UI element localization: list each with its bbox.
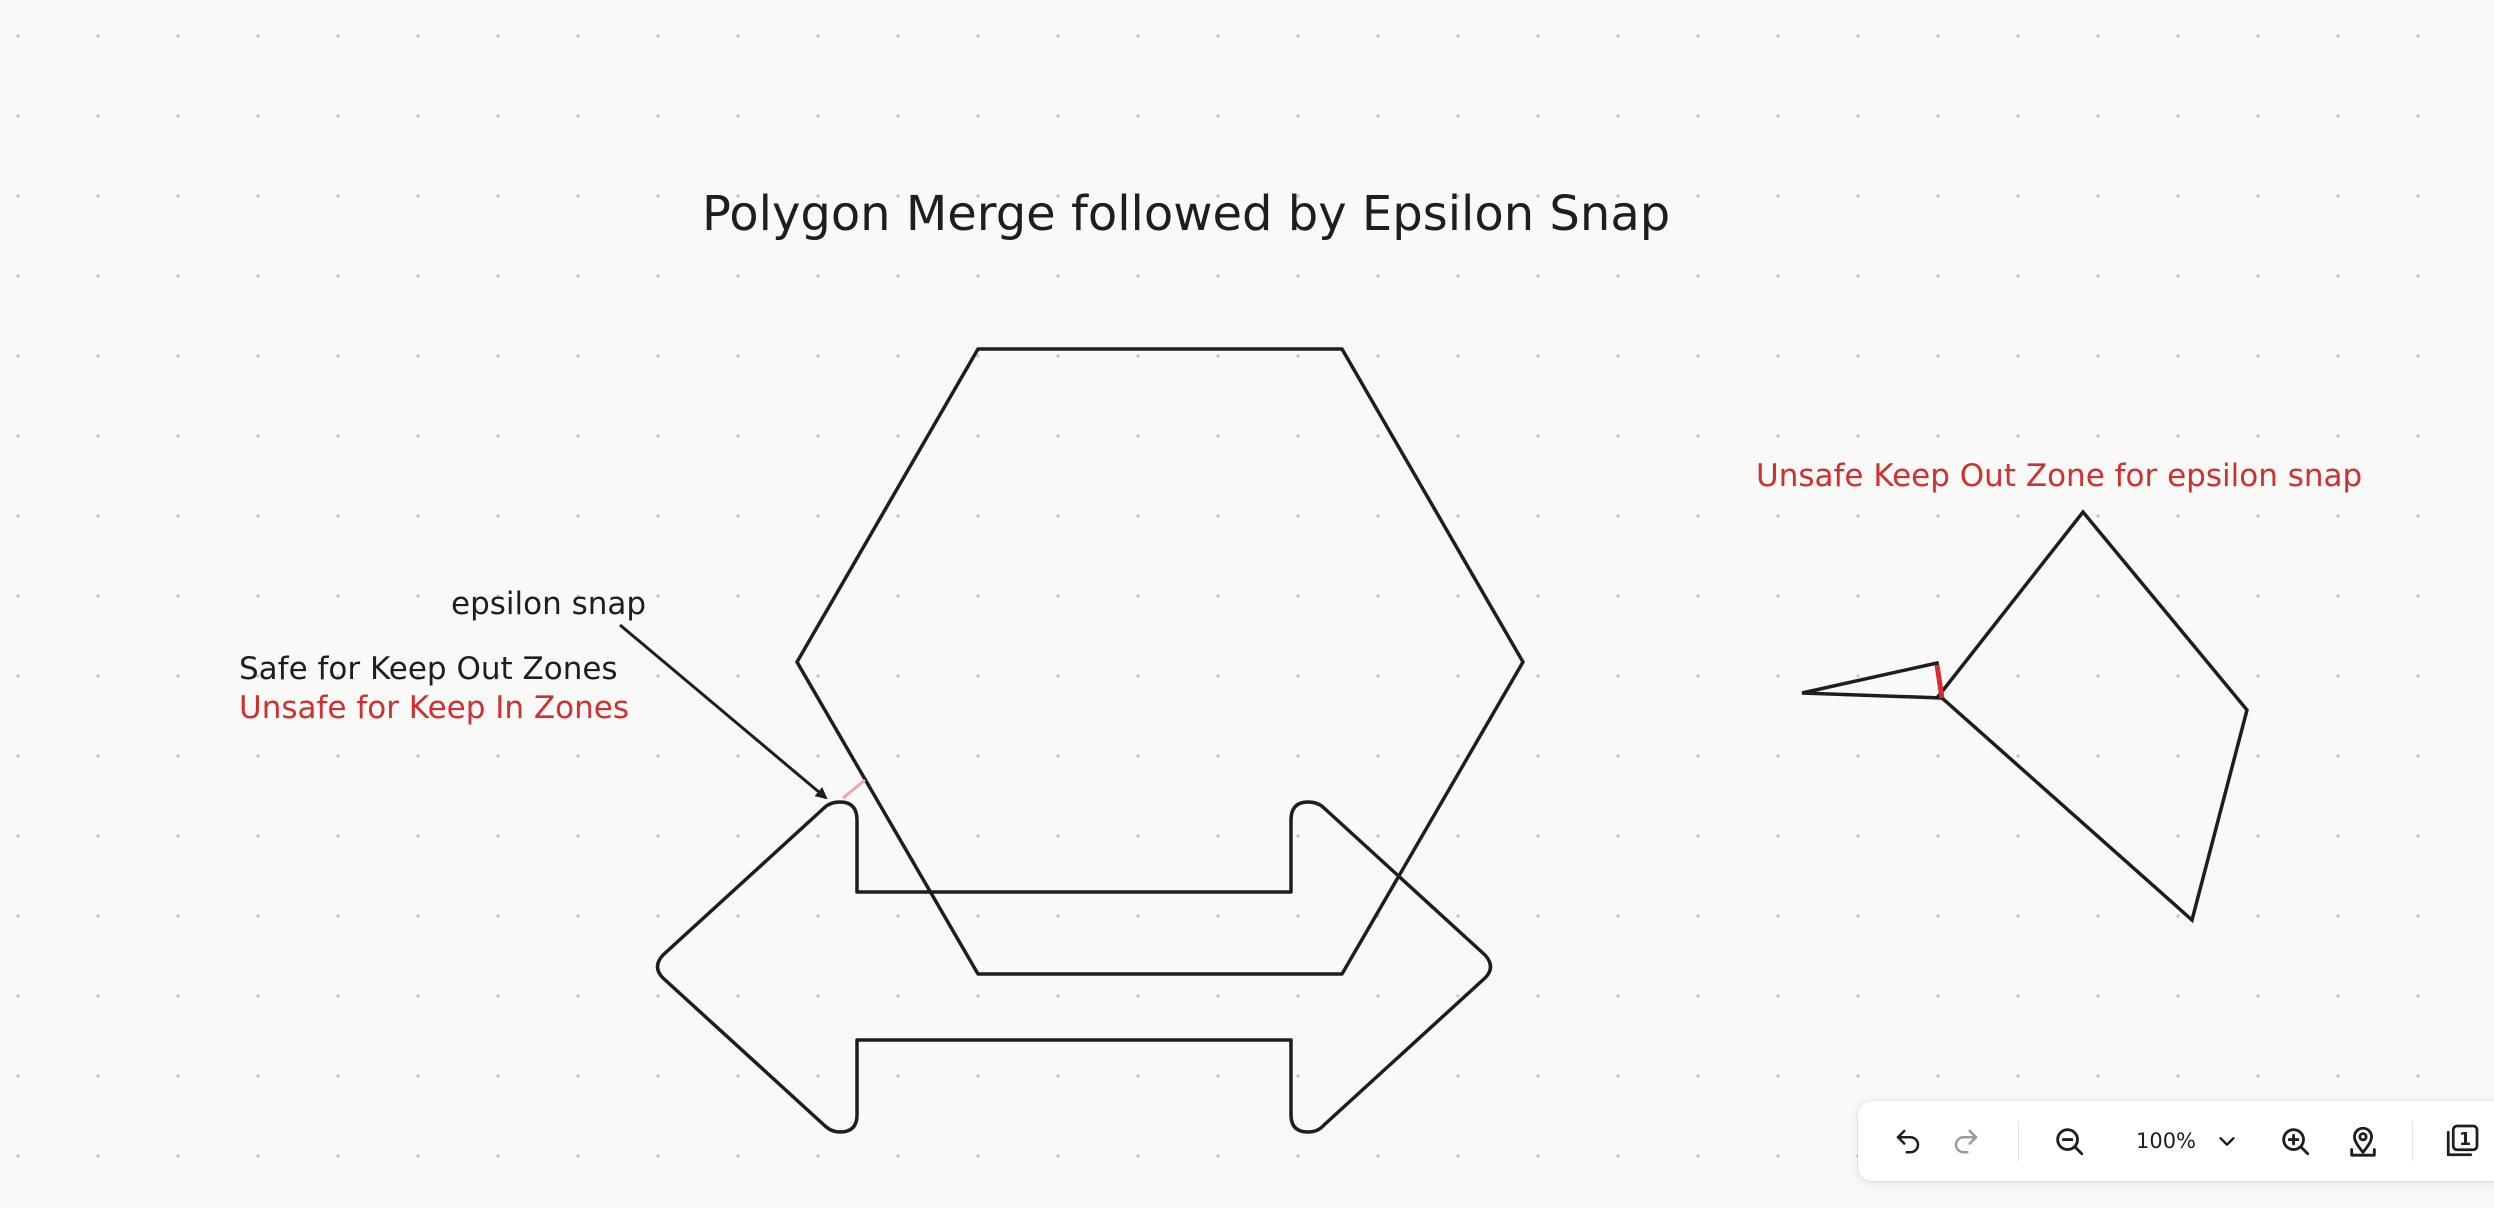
hexagon-shape[interactable] <box>795 347 1525 976</box>
redo-icon <box>1954 1129 1978 1154</box>
keep-out-polygon[interactable] <box>1801 509 2249 924</box>
zoom-out-icon <box>2056 1128 2084 1156</box>
unsafe-keep-in-label: Unsafe for Keep In Zones <box>239 690 629 726</box>
canvas-toolbar: 100% 1 <box>1858 1101 2494 1181</box>
epsilon-snap-label: epsilon snap <box>451 586 646 622</box>
diagram-title: Polygon Merge followed by Epsilon Snap <box>702 186 1670 242</box>
double-arrow-shape[interactable] <box>655 800 1493 1134</box>
undo-button[interactable] <box>1884 1117 1932 1165</box>
locate-button[interactable] <box>2339 1117 2387 1165</box>
unsafe-snap-segment <box>1934 664 1945 699</box>
zoom-level-display[interactable]: 100% <box>2135 1129 2197 1153</box>
pages-button[interactable]: 1 <box>2438 1117 2486 1165</box>
zoom-out-button[interactable] <box>2045 1117 2093 1165</box>
zoom-in-icon <box>2282 1128 2310 1156</box>
undo-icon <box>1896 1129 1920 1154</box>
zoom-in-button[interactable] <box>2271 1117 2319 1165</box>
epsilon-snap-segment <box>842 778 866 800</box>
map-pin-icon <box>2350 1126 2376 1157</box>
zoom-menu-button[interactable] <box>2209 1117 2245 1165</box>
page-count: 1 <box>2459 1130 2471 1150</box>
safe-keep-out-label: Safe for Keep Out Zones <box>239 651 618 687</box>
toolbar-separator <box>2018 1121 2019 1161</box>
unsafe-keep-out-label: Unsafe Keep Out Zone for epsilon snap <box>1756 458 2362 494</box>
toolbar-separator <box>2412 1121 2413 1161</box>
redo-button[interactable] <box>1942 1117 1990 1165</box>
epsilon-pointer-arrow[interactable] <box>619 623 828 800</box>
chevron-down-icon <box>2219 1137 2235 1146</box>
pages-icon: 1 <box>2446 1124 2479 1157</box>
